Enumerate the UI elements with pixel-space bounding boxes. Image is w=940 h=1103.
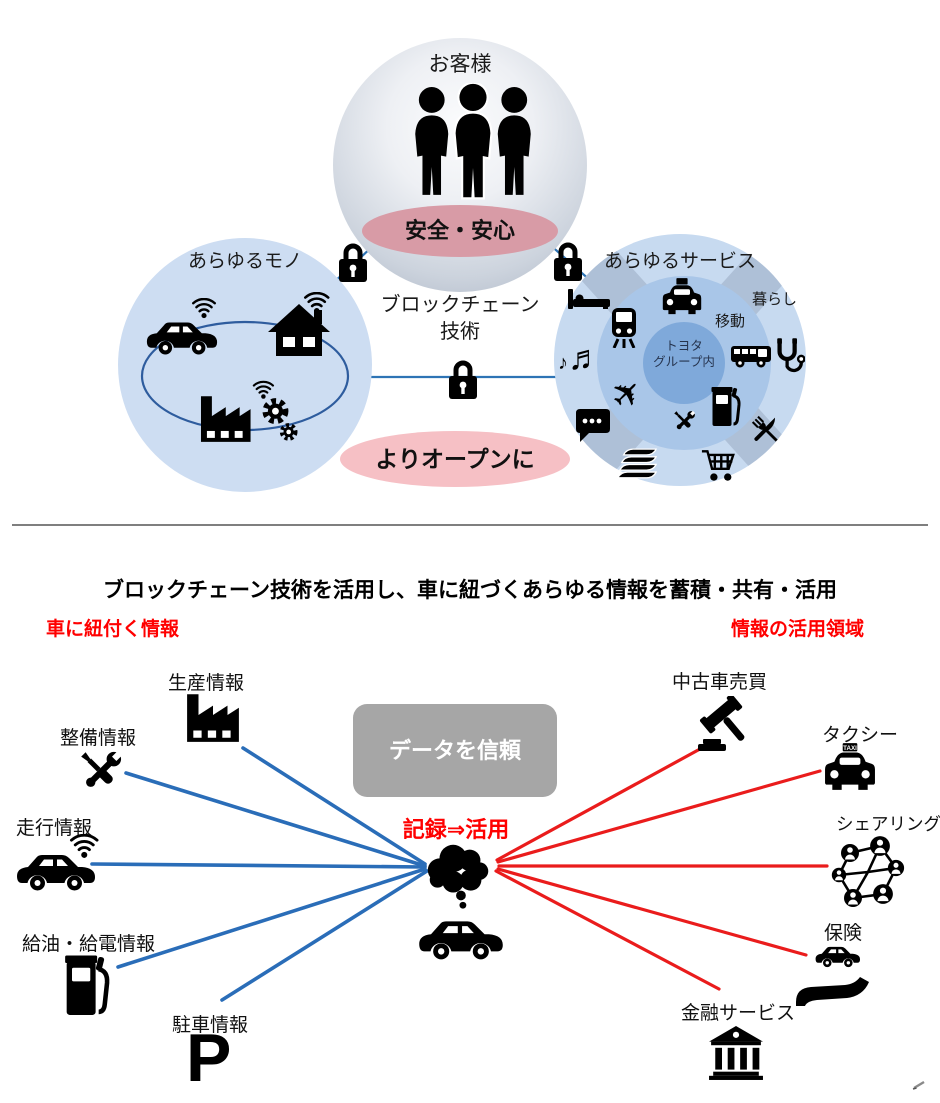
connected-car-icon (146, 298, 218, 355)
mobility-ring-label: 移動 (715, 313, 746, 330)
corner-mark (912, 1080, 925, 1090)
gavel-icon (698, 696, 745, 751)
lock-icon (551, 240, 585, 282)
bottom-title: ブロックチェーン技術を活用し、車に紐づくあらゆる情報を蓄積・共有・活用 (103, 579, 837, 602)
connected-factory-icon (200, 380, 300, 442)
fuel-pump-icon (64, 954, 112, 1018)
tools-icon (673, 409, 697, 432)
fuel-pump-icon (711, 386, 741, 428)
customers-label: お客様 (428, 53, 492, 76)
parking-icon: P (186, 1020, 232, 1096)
safety-badge-label: 安全・安心 (404, 218, 515, 243)
open-badge-label: よりオープンに (375, 446, 535, 472)
customers-circle: お客様 安全・安心 (333, 38, 587, 292)
taxi-icon: TAXI (825, 743, 875, 790)
services-label: あらゆるサービス (603, 251, 756, 272)
item-label-production: 生産情報 (168, 673, 245, 694)
item-label-used-cars: 中古車売買 (672, 672, 768, 693)
item-label-driving: 走行情報 (16, 818, 93, 839)
living-ring-label: 暮らし (752, 291, 798, 308)
bank-icon (709, 1026, 763, 1080)
shopping-cart-icon (701, 450, 735, 481)
services-inner-circle (643, 322, 725, 404)
item-label-sharing: シェアリング (836, 814, 940, 834)
open-badge: よりオープンに (340, 431, 570, 487)
taxi-icon (662, 278, 702, 315)
dining-icon (751, 415, 778, 442)
train-icon (612, 308, 636, 348)
left-header: 車に紐付く情報 (46, 619, 180, 640)
lock-icon (336, 241, 370, 283)
services-circle: あらゆるサービス 暮らし 移動 トヨタ グループ内 ♪♬ (554, 234, 806, 486)
blockchain-tech-label: ブロックチェーン 技術 (380, 294, 540, 343)
gears-icon (266, 401, 296, 438)
trust-box: データを信頼 (353, 704, 557, 797)
svg-text:TAXI: TAXI (843, 745, 857, 752)
bus-icon (731, 346, 771, 368)
insurance-icon (796, 946, 869, 1006)
music-icon: ♪♬ (558, 339, 602, 377)
trust-box-label: データを信頼 (388, 738, 521, 763)
sharing-network-icon (831, 836, 905, 907)
books-icon (616, 448, 658, 479)
hotel-bed-icon (568, 289, 610, 309)
item-label-finance: 金融サービス (681, 1003, 796, 1024)
item-label-maintenance: 整備情報 (60, 728, 137, 749)
people-icon (415, 83, 531, 203)
connected-car-icon (17, 834, 99, 891)
toyota-group-label: トヨタ グループ内 (653, 339, 715, 370)
item-label-parking: 駐車情報 (172, 1015, 249, 1036)
item-label-fueling: 給油・給電情報 (22, 934, 156, 955)
things-label: あらゆるモノ (187, 251, 302, 272)
lock-icon (446, 358, 480, 400)
item-label-insurance: 保険 (824, 923, 863, 944)
thought-cloud-icon (427, 844, 489, 909)
things-loop-ellipse (140, 320, 350, 432)
factory-icon (187, 694, 239, 742)
item-label-taxi: タクシー (822, 725, 899, 746)
record-use-label: 記録⇒活用 (402, 817, 510, 842)
stethoscope-icon (777, 338, 805, 373)
car-icon (419, 921, 503, 960)
section-divider (12, 524, 928, 526)
safety-badge: 安全・安心 (362, 205, 558, 257)
chat-bubble-icon (576, 409, 610, 442)
tools-icon (80, 748, 125, 791)
connected-house-icon (268, 292, 330, 356)
right-header: 情報の活用領域 (731, 619, 865, 640)
things-circle: あらゆるモノ (118, 238, 372, 492)
